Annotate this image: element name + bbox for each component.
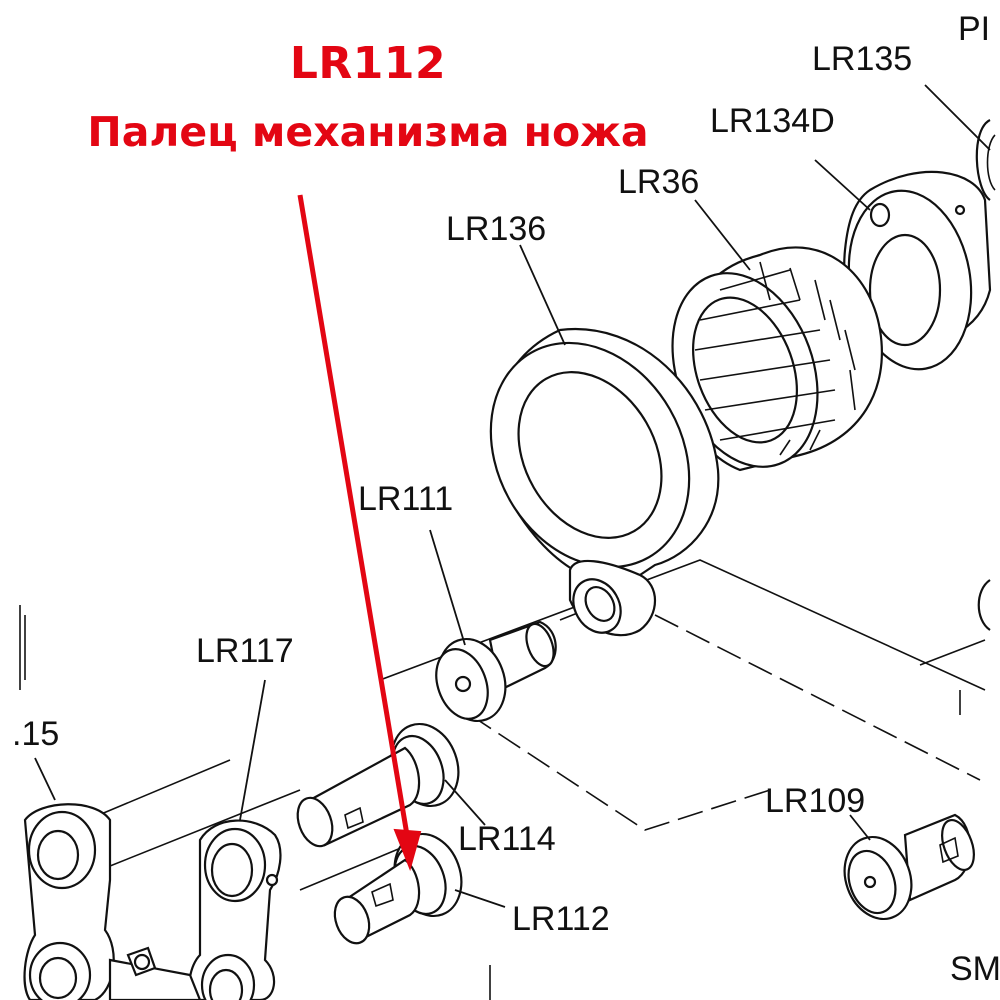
label-pl-partial: PI xyxy=(958,10,990,48)
leader-lines xyxy=(34,84,991,908)
part-lr134d xyxy=(843,170,992,371)
label-lr134d: LR134D xyxy=(710,102,835,140)
part-partial-right xyxy=(977,579,991,631)
part-lr135 xyxy=(975,119,996,201)
part-lr36 xyxy=(671,246,883,472)
label-lr112: LR112 xyxy=(512,900,610,938)
label-lr136: LR136 xyxy=(446,210,546,248)
part-lr117 xyxy=(188,819,282,1000)
label-lr135: LR135 xyxy=(812,40,912,78)
part-lr136 xyxy=(489,327,720,637)
label-lr111: LR111 xyxy=(358,480,453,518)
part-lr111 xyxy=(435,620,557,723)
highlighted-part-code: LR112 xyxy=(289,38,447,89)
label-sm-partial: SM xyxy=(950,950,1000,988)
part-labels: PI LR135 LR134D LR36 LR136 LR111 LR117 .… xyxy=(12,10,1000,988)
part-lr115 xyxy=(23,803,202,1000)
assembly-outline-lines xyxy=(19,559,986,1000)
label-lr109: LR109 xyxy=(765,782,865,820)
part-lr114 xyxy=(296,722,460,848)
label-lr115: .15 xyxy=(12,715,59,753)
label-lr114: LR114 xyxy=(458,820,556,858)
label-lr117: LR117 xyxy=(196,632,294,670)
part-lr109 xyxy=(843,813,975,921)
red-pointer-arrow xyxy=(297,194,422,872)
highlighted-part-name: Палец механизма ножа xyxy=(87,108,649,156)
label-lr36: LR36 xyxy=(618,163,699,201)
